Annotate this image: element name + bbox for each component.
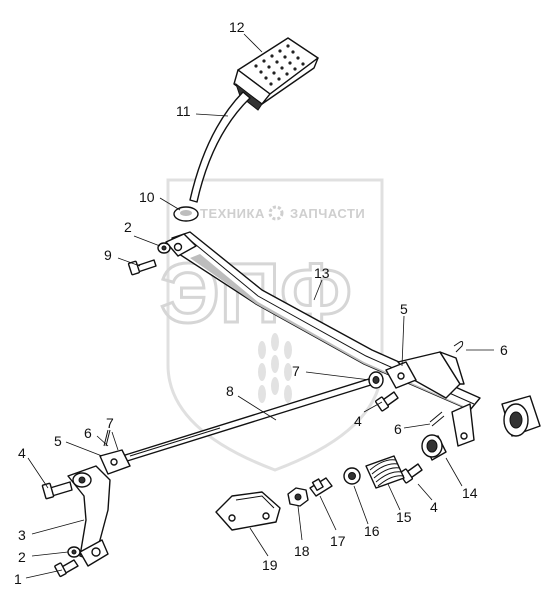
callout-9: 9	[104, 247, 112, 263]
callout-7-upper: 7	[292, 363, 300, 379]
lever-bushing	[501, 395, 541, 437]
callout-4-right: 4	[430, 499, 438, 515]
callout-6-middle: 6	[394, 421, 402, 437]
bolt-nine	[127, 259, 157, 276]
callout-2-upper: 2	[124, 219, 132, 235]
bolt-right	[399, 463, 423, 484]
lower-clevis	[99, 449, 131, 475]
callout-6-left: 6	[84, 425, 92, 441]
callout-3: 3	[18, 527, 26, 543]
callout-2-lower: 2	[18, 549, 26, 565]
bolt-left	[41, 481, 73, 500]
callout-19: 19	[262, 557, 278, 573]
callout-16: 16	[364, 523, 380, 539]
stud	[309, 477, 333, 497]
callout-8: 8	[226, 383, 234, 399]
bolt-middle	[375, 391, 399, 412]
bolt-bottom	[54, 559, 79, 578]
mount-plate	[215, 491, 281, 531]
callout-5-right: 5	[400, 301, 408, 317]
pedal-boot	[173, 206, 199, 222]
callout-12: 12	[229, 19, 245, 35]
watermark-wheat-icon	[258, 333, 292, 403]
watermark-text-left: ТЕХНИКА	[200, 206, 265, 221]
callout-labels: 12 11 10 2 9 13 5 6 7 8 4 6 7 6 5 4 14 4…	[14, 19, 508, 587]
spring-cup	[421, 434, 447, 461]
callout-4-middle: 4	[354, 413, 362, 429]
callout-13: 13	[314, 265, 330, 281]
washer-bottom	[67, 546, 81, 558]
watermark: ТЕХНИКА ЗАПЧАСТИ ЭПФ	[159, 178, 384, 472]
connecting-rod	[121, 377, 375, 463]
callout-7-lower: 7	[106, 415, 114, 431]
pedal-pad	[233, 37, 319, 111]
pedal-pad-tread	[254, 44, 305, 86]
right-clevis	[385, 361, 417, 389]
lower-lever	[67, 465, 111, 567]
callout-4-left: 4	[18, 445, 26, 461]
lever-top-end	[165, 233, 197, 257]
callout-17: 17	[330, 533, 346, 549]
leader-lines	[25, 33, 494, 579]
pedal-arm	[189, 91, 251, 203]
watermark-shield	[166, 178, 384, 472]
callout-6-right: 6	[500, 342, 508, 358]
return-spring	[365, 455, 405, 489]
washer-upper	[157, 242, 171, 254]
callout-1: 1	[14, 571, 22, 587]
callout-10: 10	[139, 189, 155, 205]
callout-11: 11	[176, 103, 191, 119]
spring-washer	[343, 467, 361, 485]
watermark-text-right: ЗАПЧАСТИ	[290, 206, 365, 221]
cotter-pin-middle	[429, 411, 445, 427]
watermark-gear-icon	[268, 205, 284, 221]
callout-14: 14	[462, 485, 478, 501]
callout-15: 15	[396, 509, 412, 525]
callout-5-left: 5	[54, 433, 62, 449]
cotter-pin-right	[453, 341, 464, 353]
nut-eighteen	[287, 487, 309, 507]
rod-nut-upper	[368, 371, 384, 389]
callout-18: 18	[294, 543, 310, 559]
